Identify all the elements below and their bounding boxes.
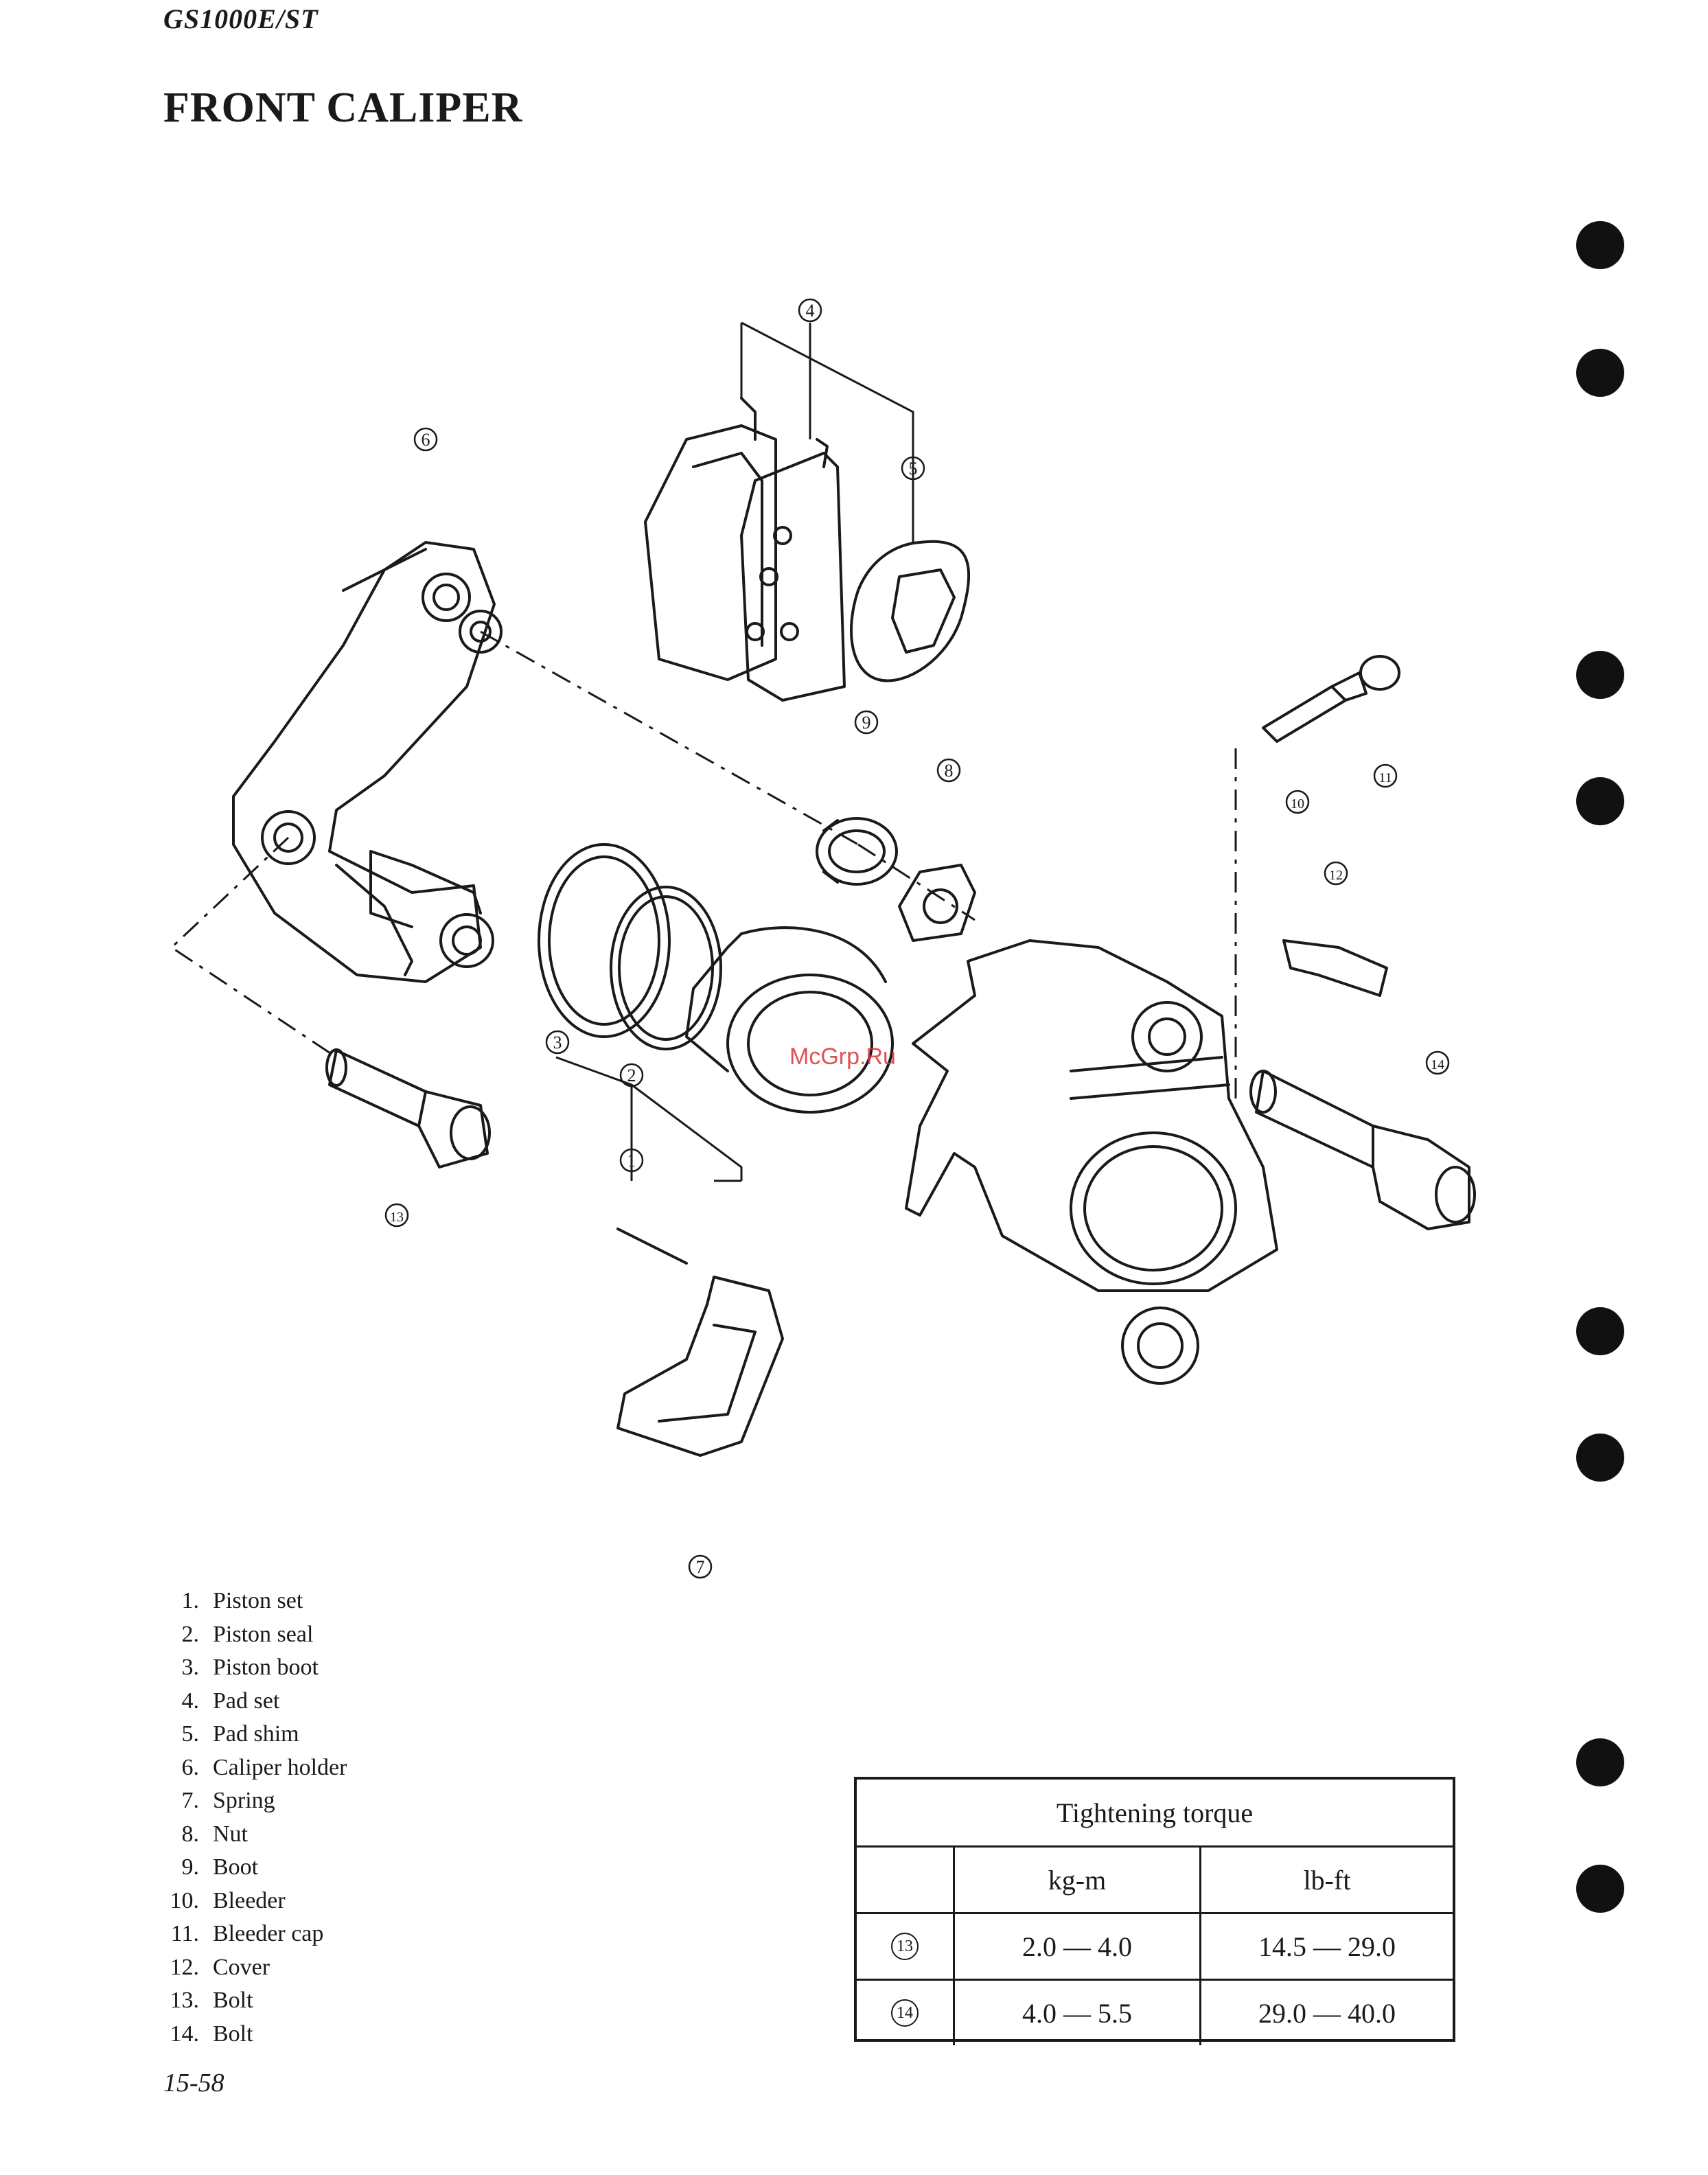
torque-table: Tightening torque kg-m lb-ft 13 2.0 — 4.… [854,1777,1455,2045]
callout-6: 6 [422,430,430,450]
list-item: 6.Caliper holder [181,1754,347,1780]
list-item: 4.Pad set [181,1688,280,1714]
list-item: 2.Piston seal [181,1621,314,1647]
list-item: 11.Bleeder cap [170,1921,324,1946]
column-header-lbft: lb-ft [1303,1864,1351,1896]
callout-3: 3 [553,1033,562,1052]
torque-table-title: Tightening torque [857,1780,1453,1848]
callout-5: 5 [909,459,918,479]
list-item: 5.Pad shim [181,1721,299,1747]
piston-seal-drawing [610,886,722,1050]
pad-set-drawing [644,397,846,702]
page-number: 15-58 [163,2069,224,2097]
nut-drawing [898,864,976,942]
table-cell: 4.0 — 5.5 [955,1981,1201,2045]
model-header: GS1000E/ST [163,3,319,34]
table-row: 13 2.0 — 4.0 14.5 — 29.0 [857,1914,1453,1981]
bolt-14-drawing [1249,1070,1476,1230]
caliper-holder-drawing [232,541,503,983]
list-item: 7.Spring [181,1788,275,1813]
callout-12: 12 [1329,868,1343,883]
bleeder-cap-drawing [1359,655,1400,691]
ref-marker: 13 [891,1933,919,1960]
table-row: 14 4.0 — 5.5 29.0 — 40.0 [857,1981,1453,2045]
binder-hole-mark [1576,221,1624,269]
pad-shim-drawing [850,540,971,682]
watermark: McGrp.Ru [789,1044,896,1070]
bleeder-drawing [1262,671,1367,743]
table-cell: 2.0 — 4.0 [955,1914,1201,1979]
parts-list: 1.Piston set 2.Piston seal 3.Piston boot… [158,1585,347,2051]
piston-boot-drawing [538,843,671,1038]
list-item: 1.Piston set [181,1588,303,1613]
page-title: FRONT CALIPER [163,84,523,131]
ref-marker: 14 [891,1999,919,2027]
binder-hole-mark [1576,1307,1624,1355]
cover-drawing [1282,939,1388,997]
binder-hole-mark [1576,1865,1624,1913]
callout-11: 11 [1378,770,1392,785]
binder-hole-mark [1576,1738,1624,1786]
table-cell: 14.5 — 29.0 [1258,1931,1396,1962]
callout-markers [384,298,1450,1579]
callout-4: 4 [806,301,815,321]
callout-8: 8 [945,761,954,781]
list-item: 3.Piston boot [181,1655,319,1680]
callout-14: 14 [1431,1057,1444,1072]
table-cell [857,1848,955,1912]
table-header-row: kg-m lb-ft [857,1848,1453,1914]
callout-9: 9 [862,713,871,733]
callout-13: 13 [390,1210,404,1225]
callout-10: 10 [1291,796,1304,812]
caliper-body-drawing [905,939,1278,1385]
bolt-13-drawing [325,1048,491,1169]
list-item: 8.Nut [181,1821,249,1847]
list-item: 12.Cover [170,1954,270,1980]
list-item: 13.Bolt [170,1988,253,2013]
spring-drawing [616,1228,784,1457]
table-cell: 14 [857,1981,955,2045]
table-cell: 29.0 — 40.0 [1258,1997,1396,2029]
column-header-kgm: kg-m [955,1848,1201,1912]
list-item: 10.Bleeder [170,1887,286,1913]
table-cell: 13 [857,1914,955,1979]
binder-hole-mark [1576,651,1624,699]
binder-hole-mark [1576,1434,1624,1482]
callout-1: 1 [627,1151,636,1171]
list-item: 9.Boot [181,1854,259,1880]
piston-drawing [685,926,894,1114]
list-item: 14.Bolt [170,2021,253,2047]
binder-hole-mark [1576,777,1624,825]
exploded-diagram: 1 2 3 4 5 6 7 8 9 10 11 12 13 14 McGrp.R… [170,298,1476,1579]
callout-2: 2 [627,1066,636,1085]
callout-7: 7 [696,1557,705,1577]
binder-hole-mark [1576,349,1624,397]
boot-drawing [816,817,898,886]
